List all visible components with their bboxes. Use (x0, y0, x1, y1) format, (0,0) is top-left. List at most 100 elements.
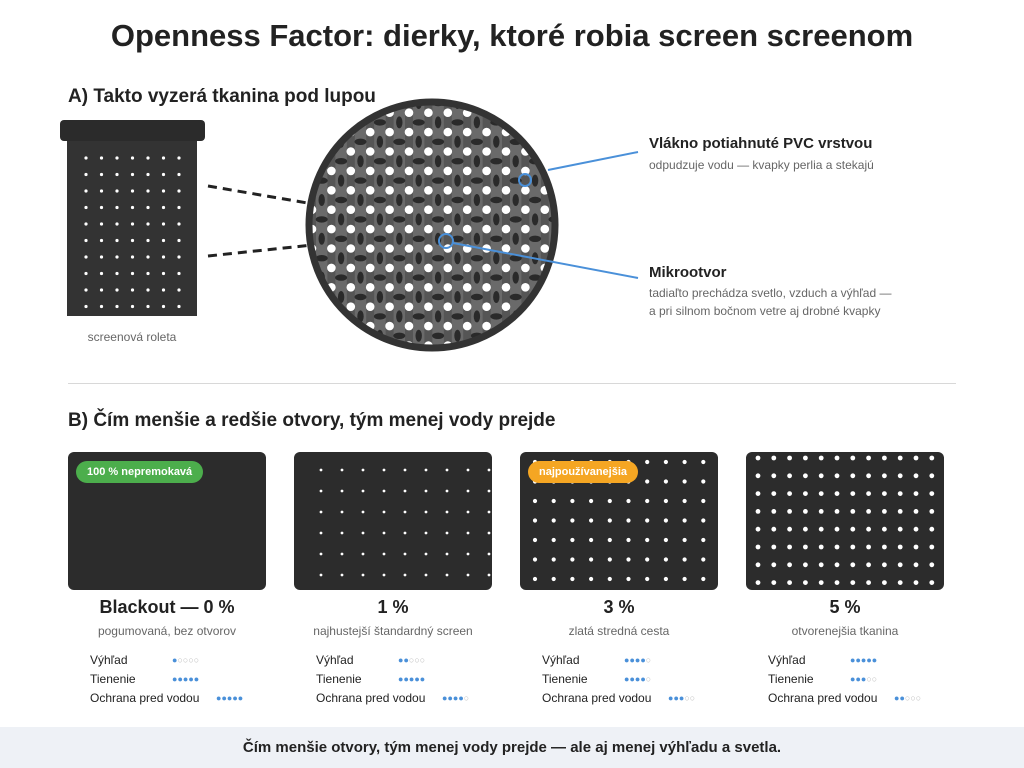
weave-micro-hole (482, 166, 491, 176)
weave-fiber-vertical (376, 291, 384, 303)
fabric-opening-dot (445, 552, 449, 556)
weave-fiber-vertical (512, 116, 519, 129)
rating-dots: ●●●●○ (442, 689, 469, 707)
weave-fiber-horizontal (412, 313, 425, 320)
fabric-opening-dot (787, 544, 792, 550)
weave-micro-hole (501, 166, 511, 176)
weave-micro-hole (365, 127, 375, 137)
roller-dot (99, 288, 104, 292)
weave-micro-hole (443, 302, 453, 312)
fabric-opening-dot (755, 562, 761, 568)
fabric-opening-dot (551, 518, 556, 523)
rating-dots: ●●●●● (172, 670, 199, 688)
fabric-opening-dot (913, 509, 919, 514)
weave-micro-hole (521, 283, 530, 292)
rating-dot-empty: ○ (904, 693, 911, 703)
weave-micro-hole (560, 244, 569, 253)
weave-fiber-horizontal (315, 216, 328, 223)
rating-dot-filled: ● (855, 655, 861, 665)
weave-micro-hole (501, 186, 511, 195)
fabric-opening-dot (897, 562, 903, 568)
weave-micro-hole (327, 127, 336, 137)
rating-dot-filled: ● (419, 674, 426, 684)
roller-dot (84, 172, 88, 177)
fabric-opening-dot (319, 489, 323, 493)
weave-fiber-vertical (454, 174, 461, 187)
weave-micro-hole (327, 166, 336, 176)
fabric-opening-dot (682, 576, 687, 582)
weave-micro-hole (462, 283, 472, 292)
weave-micro-hole (327, 205, 336, 214)
weave-fiber-vertical (493, 174, 500, 187)
fabric-opening-dot (607, 557, 612, 562)
weave-micro-hole (365, 224, 375, 234)
fabric-opening-dot (818, 526, 824, 532)
fabric-opening-dot (403, 573, 407, 577)
rating-dot-filled: ● (193, 674, 200, 684)
rating-dot-empty: ○ (177, 655, 183, 665)
fabric-opening-dot (787, 473, 792, 479)
fabric-opening-dot (787, 509, 792, 514)
weave-micro-hole (424, 127, 433, 137)
fabric-opening-dot (834, 473, 840, 479)
rating-dot-filled: ● (866, 655, 872, 665)
weave-micro-hole (462, 205, 472, 214)
weave-micro-hole (521, 166, 530, 176)
roller-dot (115, 255, 119, 259)
fabric-opening-dot (882, 509, 887, 514)
weave-fiber-horizontal (315, 332, 328, 339)
rating-dot-filled: ● (634, 674, 641, 684)
rating-label: Ochrana pred vodou (542, 691, 652, 705)
weave-fiber-horizontal (335, 274, 348, 281)
weave-micro-hole (424, 186, 433, 195)
fabric-opening-dot (682, 557, 687, 562)
roller-dot (115, 156, 119, 160)
rating-dot-filled: ● (237, 693, 244, 703)
weave-micro-hole (385, 244, 394, 253)
weave-fiber-vertical (415, 135, 422, 148)
weave-micro-hole (482, 224, 491, 234)
roller-dot (177, 288, 181, 292)
fabric-opening-dot (771, 580, 777, 585)
weave-micro-hole (443, 263, 453, 273)
roller-dot (84, 304, 88, 309)
fabric-opening-dot (607, 537, 612, 543)
rating-dot-filled: ● (182, 674, 189, 684)
weave-fiber-horizontal (432, 332, 445, 339)
weave-fiber-vertical (357, 155, 364, 168)
weave-micro-hole (346, 283, 356, 292)
roller-dot (84, 255, 88, 259)
rating-dot-filled: ● (414, 674, 420, 684)
fabric-opening-dot (645, 537, 650, 543)
weave-fiber-vertical (376, 213, 384, 226)
weave-micro-hole (365, 244, 375, 253)
weave-fiber-vertical (531, 135, 539, 148)
rating-label: Výhľad (768, 653, 806, 667)
weave-fiber-horizontal (354, 102, 367, 107)
weave-fiber-horizontal (354, 332, 367, 339)
weave-fiber-horizontal (373, 158, 386, 165)
weave-micro-hole (462, 263, 472, 273)
weave-fiber-horizontal (490, 196, 503, 204)
weave-micro-hole (309, 341, 317, 348)
weave-fiber-vertical (319, 349, 325, 361)
rating-label: Tienenie (90, 672, 136, 686)
weave-fiber-horizontal (529, 196, 542, 204)
weave-micro-hole (327, 224, 336, 234)
weave-fiber-horizontal (393, 293, 406, 301)
fabric-opening-dot (340, 489, 344, 493)
fabric-opening-dot (361, 531, 365, 535)
weave-micro-hole (501, 224, 511, 234)
weave-micro-hole (309, 321, 317, 331)
fabric-opening-dot (771, 526, 777, 532)
fabric-opening-dot (929, 526, 935, 532)
fabric-opening-dot (850, 526, 856, 532)
weave-micro-hole (482, 186, 491, 195)
rating-dot-filled: ● (172, 655, 178, 665)
weave-micro-hole (501, 283, 511, 292)
weave-fiber-horizontal (529, 352, 541, 358)
fabric-opening-dot (701, 518, 706, 523)
fabric-opening-dot (897, 509, 903, 514)
fabric-opening-dot (897, 491, 903, 496)
roller-dot (130, 255, 135, 259)
